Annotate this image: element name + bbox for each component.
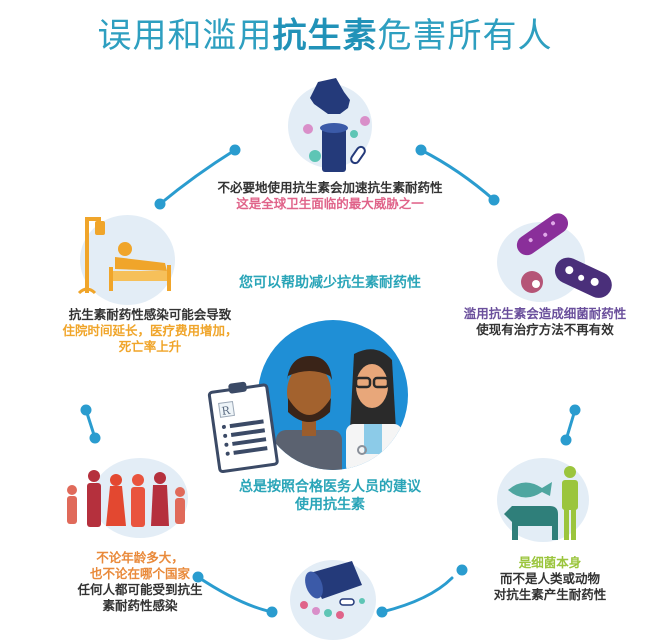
- center-advice-line-1: 总是按照合格医务人员的建议: [239, 479, 421, 495]
- lower-left-caption-line-3: 任何人都可能受到抗生: [77, 582, 203, 597]
- hand-pill-bottle-icon: [303, 78, 370, 172]
- cycle-connectors: [80, 144, 581, 618]
- hospital-bed-icon: [77, 217, 171, 295]
- lower-right-caption-line-1: 是细菌本身: [518, 555, 582, 570]
- lower-left-caption-line-2: 也不论在哪个国家: [89, 566, 190, 581]
- spilled-pills-icon: [300, 561, 365, 619]
- bacteria-icon: [516, 213, 612, 298]
- lower-right-caption-line-3: 对抗生素产生耐药性: [493, 587, 607, 602]
- upper-left-caption-line-1: 抗生素耐药性感染可能会导致: [68, 307, 232, 322]
- animals-human-icon: [504, 466, 578, 540]
- patient-and-doctor-icon: [276, 349, 402, 470]
- family-icon: [67, 470, 185, 527]
- top-caption-line-2: 这是全球卫生面临的最大威胁之一: [236, 196, 424, 211]
- title-part-3: 危害所有人: [377, 16, 553, 56]
- page-title: 误用和滥用抗生素危害所有人: [0, 8, 650, 57]
- lower-right-caption-line-2: 而不是人类或动物: [499, 571, 600, 586]
- center-heading: 您可以帮助减少抗生素耐药性: [239, 275, 421, 291]
- center-circle: [258, 320, 408, 470]
- upper-right-caption-line-1: 滥用抗生素会造成细菌耐药性: [463, 306, 627, 321]
- upper-left-caption-line-2: 住院时间延长，医疗费用增加，: [62, 323, 238, 338]
- lower-left-caption-line-1: 不论年龄多大，: [96, 550, 184, 565]
- lower-right-node-caption: 是细菌本身 而不是人类或动物 对抗生素产生耐药性: [450, 555, 650, 603]
- center-advice: 总是按照合格医务人员的建议 使用抗生素: [205, 478, 455, 514]
- top-node-caption: 不必要地使用抗生素会加速抗生素耐药性 这是全球卫生面临的最大威胁之一: [170, 180, 490, 212]
- center-advice-line-2: 使用抗生素: [295, 497, 365, 513]
- title-part-1: 误用和滥用: [97, 16, 273, 56]
- upper-right-caption-line-2: 使现有治疗方法不再有效: [476, 322, 614, 337]
- svg-text:R: R: [221, 404, 232, 418]
- title-part-antibiotics: 抗生素: [272, 16, 378, 56]
- lower-left-node-caption: 不论年龄多大， 也不论在哪个国家 任何人都可能受到抗生 素耐药性感染: [40, 550, 240, 614]
- top-caption-line-1: 不必要地使用抗生素会加速抗生素耐药性: [217, 180, 443, 195]
- upper-left-caption-line-3: 死亡率上升: [118, 339, 182, 354]
- prescription-clipboard-icon: R: [207, 381, 279, 474]
- upper-right-node-caption: 滥用抗生素会造成细菌耐药性 使现有治疗方法不再有效: [440, 306, 650, 338]
- upper-left-node-caption: 抗生素耐药性感染可能会导致 住院时间延长，医疗费用增加， 死亡率上升: [50, 307, 250, 355]
- lower-left-caption-line-4: 素耐药性感染: [102, 598, 178, 613]
